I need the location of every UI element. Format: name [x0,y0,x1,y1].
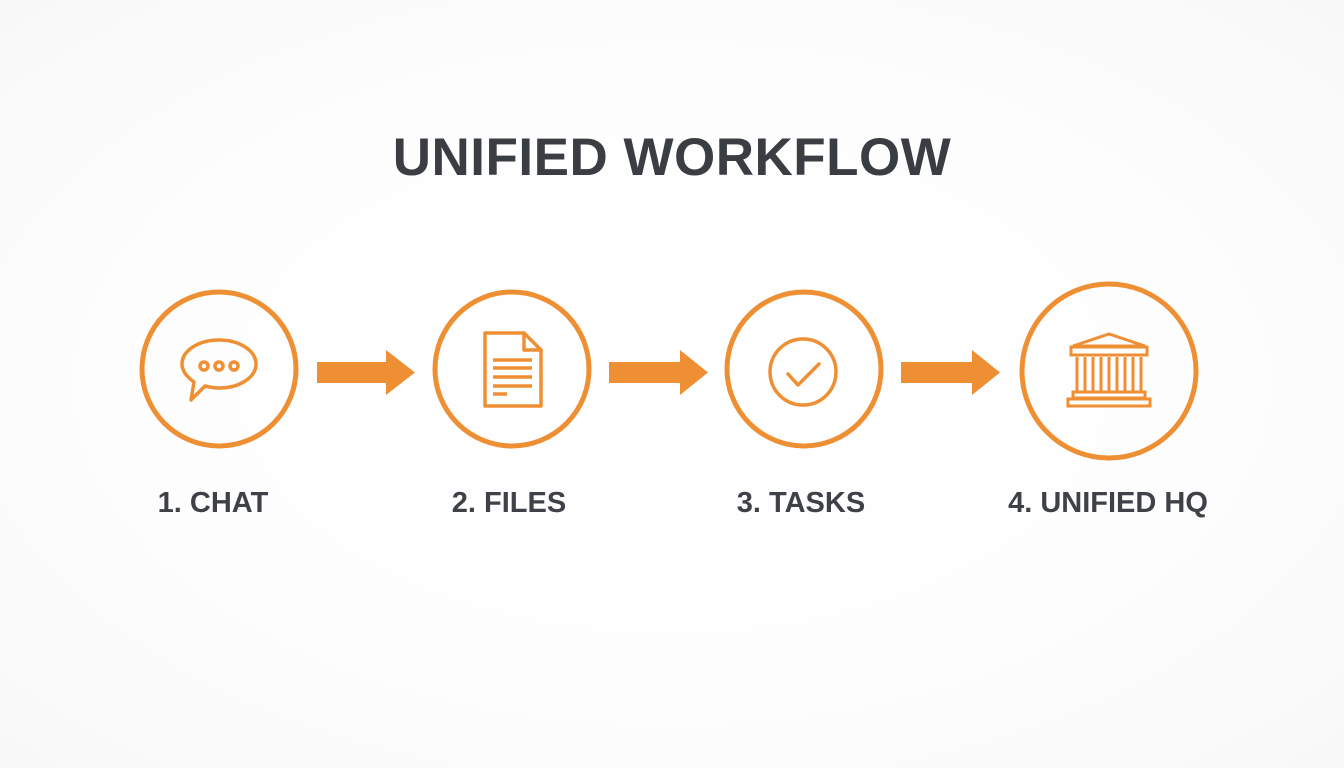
step-2-circle [432,289,592,449]
step-3-label: 3. TASKS [736,487,866,519]
step-1-label: 1. CHAT [157,487,269,519]
arrow-right-icon [317,350,415,395]
diagram-title: UNIFIED WORKFLOW [392,128,952,187]
building-icon [1066,332,1152,408]
arrow-right-icon [901,350,1000,395]
step-2-label: 2. FILES [451,487,567,519]
step-3-node [724,289,884,449]
arrow-right-icon [609,350,708,395]
step-1-circle [139,289,299,449]
step-1-node [139,289,299,449]
step-4-label: 4. UNIFIED HQ [1008,487,1208,519]
document-icon [483,331,543,408]
check-circle-icon [768,337,838,407]
step-2-node [432,289,592,449]
step-4-node [1019,281,1199,461]
step-4-circle [1019,281,1199,461]
chat-bubble-icon [180,338,258,402]
step-3-circle [724,289,884,449]
